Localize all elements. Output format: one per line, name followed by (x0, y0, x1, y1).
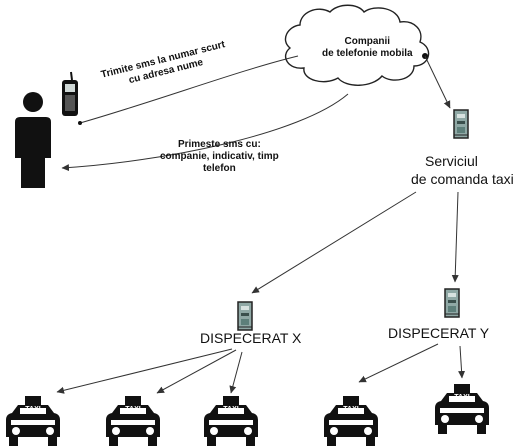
service-to-dispatcher-x-arrow (251, 191, 417, 294)
taxi-sign-text: TAXI (343, 406, 358, 413)
cloud-icon (284, 4, 430, 86)
service-server-icon (453, 109, 469, 139)
taxi-sign-text: TAXI (454, 394, 469, 401)
taxi-sign-text: TAXI (223, 406, 238, 413)
taxi-car-icon (204, 396, 258, 446)
service-label: Serviciul de comanda taxi (411, 153, 514, 187)
taxi-car-icon (324, 396, 378, 446)
dispatcher-x-label: DISPECERAT X (200, 330, 302, 346)
sms-receive-label: Primeste sms cu: companie, indicativ, ti… (160, 139, 279, 174)
taxi-sign-text: TAXI (125, 406, 140, 413)
cloud-to-service-arrow (424, 55, 451, 109)
cloud-label: Companii de telefonie mobila (322, 36, 413, 59)
dispatcher-x-to-taxi-1-arrow (56, 348, 233, 394)
service-to-dispatcher-y-arrow (451, 191, 459, 283)
dispatcher-y-to-taxi-5-arrow (458, 345, 466, 379)
dispatcher-x-server-icon (237, 301, 253, 331)
taxi-sign-text: TAXI (25, 406, 40, 413)
mobile-phone-icon (62, 71, 78, 116)
person-icon (15, 92, 51, 188)
dispatcher-y-server-icon (444, 288, 460, 318)
sms-send-arrow-start (78, 121, 82, 125)
dispatcher-y-to-taxi-4-arrow (358, 343, 439, 383)
taxi-car-icon (6, 396, 60, 446)
dispatcher-y-label: DISPECERAT Y (388, 325, 490, 341)
taxi-car-icon (106, 396, 160, 446)
dispatcher-x-to-taxi-2-arrow (156, 349, 237, 394)
sms-send-arrow (79, 55, 299, 124)
dispatcher-x-to-taxi-3-arrow (229, 351, 243, 394)
sms-receive-arrow (61, 93, 349, 172)
taxi-car-icon (435, 384, 489, 434)
